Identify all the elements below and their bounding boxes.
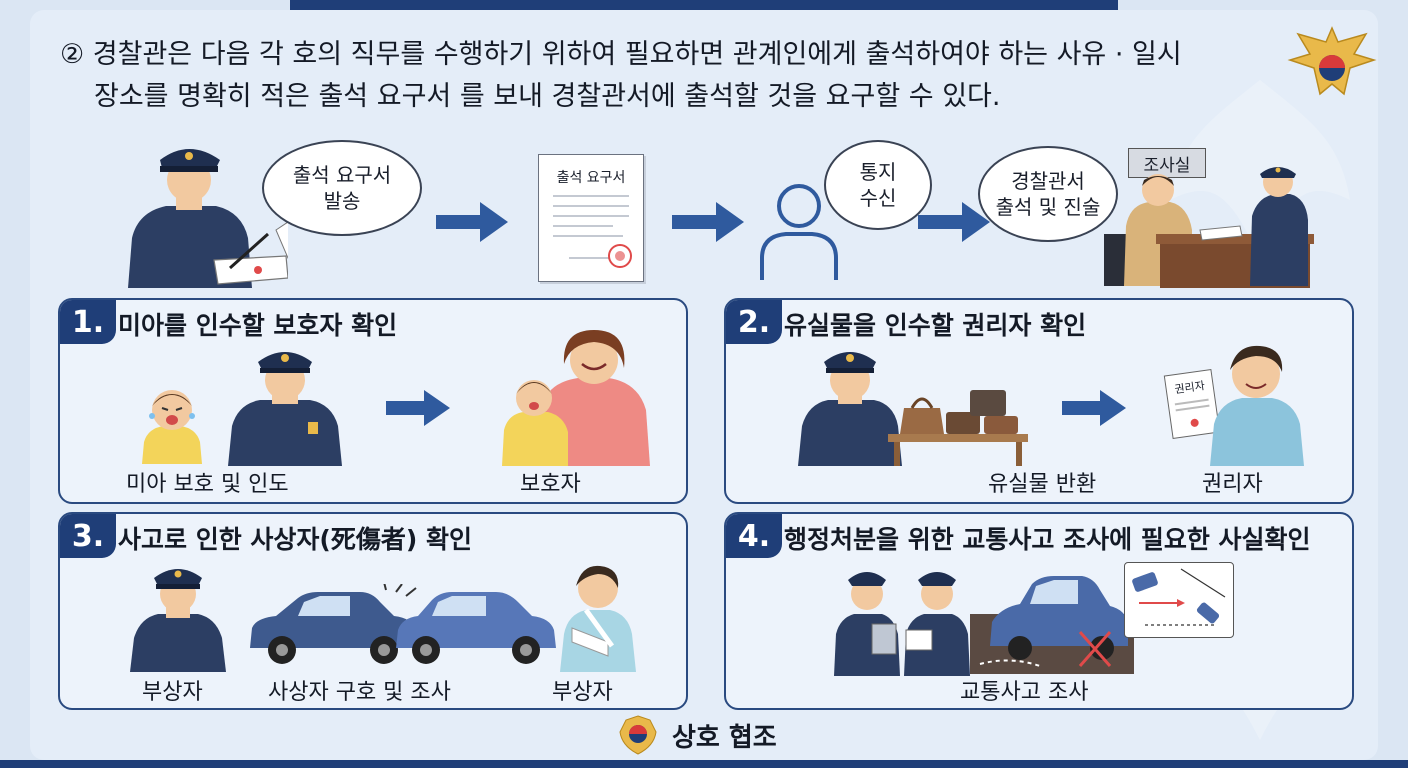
bubble-send-notice: 출석 요구서 발송 <box>262 140 422 236</box>
caption-injured-left: 부상자 <box>142 680 203 705</box>
intro-line-2: 장소를 명확히 적은 출석 요구서 를 보내 경찰관서에 출석할 것을 요구할 … <box>94 81 1001 112</box>
police-emblem-icon <box>1287 26 1377 96</box>
panel-number: 3. <box>60 514 116 558</box>
caption-guardian: 보호자 <box>520 472 581 497</box>
officer-illustration <box>798 352 902 466</box>
car-collision-illustration <box>250 584 556 664</box>
panel-number: 4. <box>726 514 782 558</box>
panel-lost-property: 2. 유실물을 인수할 권리자 확인 권리자 유실물 반환 권리자 <box>724 298 1354 504</box>
intro-line-1: ② 경찰관은 다음 각 호의 직무를 수행하기 위하여 필요하면 관계인에게 출… <box>60 39 1182 70</box>
bubble-attend-station: 경찰관서 출석 및 진술 <box>978 146 1118 242</box>
panel-title: 유실물을 인수할 권리자 확인 <box>784 311 1087 340</box>
bubble-notice-received: 통지 수신 <box>824 140 932 230</box>
person-outline-icon <box>760 184 838 280</box>
attendance-notice-document: 출석 요구서 <box>538 154 644 282</box>
intro-text: ② 경찰관은 다음 각 호의 직무를 수행하기 위하여 필요하면 관계인에게 출… <box>60 34 1300 118</box>
panel-number: 2. <box>726 300 782 344</box>
caption-traffic-investigation: 교통사고 조사 <box>960 680 1089 705</box>
arrow-right-icon <box>1062 390 1126 426</box>
panel-lost-child: 1. 미아를 인수할 보호자 확인 미아 보호 및 인도 보호자 <box>58 298 688 504</box>
accident-scene-illustration <box>970 576 1134 674</box>
caption-owner: 권리자 <box>1202 472 1263 497</box>
interrogation-room-sign: 조사실 <box>1128 148 1206 178</box>
panel-casualties: 3. 사고로 인한 사상자(死傷者) 확인 부상자 사상자 구호 및 조사 부상… <box>58 512 688 710</box>
accident-sketch-board <box>1124 562 1234 638</box>
accident-diagram-icon <box>1132 568 1226 626</box>
two-officers-illustration <box>834 572 970 676</box>
arrow-right-icon <box>918 202 990 242</box>
panel-title: 행정처분을 위한 교통사고 조사에 필요한 사실확인 <box>784 525 1311 554</box>
caption-return-property: 유실물 반환 <box>988 472 1097 497</box>
police-emblem-icon <box>619 715 657 755</box>
footer-label: 상호 협조 <box>672 722 777 753</box>
panel-traffic-accident: 4. 행정처분을 위한 교통사고 조사에 필요한 사실확인 교통사고 조사 <box>724 512 1354 710</box>
top-bar <box>0 0 1408 22</box>
crying-child-illustration <box>142 390 202 464</box>
guardian-hugging-child-illustration <box>502 330 650 466</box>
watermark-emblem-icon <box>1170 80 1350 260</box>
officer-illustration <box>228 352 342 466</box>
interrogation-room-illustration <box>1104 167 1314 288</box>
bottom-bar <box>0 760 1408 768</box>
injured-person-illustration <box>560 565 636 672</box>
officer-writing-illustration <box>128 149 288 288</box>
arrow-right-icon <box>672 202 744 242</box>
caption-rescue-investigation: 사상자 구호 및 조사 <box>268 680 451 705</box>
panel-title: 미아를 인수할 보호자 확인 <box>118 311 398 340</box>
lost-items-table-illustration <box>888 390 1028 466</box>
officer-illustration <box>130 569 226 672</box>
arrow-right-icon <box>386 390 450 426</box>
panel-title: 사고로 인한 사상자(死傷者) 확인 <box>118 525 472 554</box>
document-title: 출석 요구서 <box>556 170 626 186</box>
panel-number: 1. <box>60 300 116 344</box>
seal-stamp-icon <box>608 244 632 268</box>
rightful-owner-illustration <box>1210 345 1304 466</box>
caption-child-protection: 미아 보호 및 인도 <box>126 472 289 497</box>
footer: 상호 협조 <box>618 714 777 756</box>
arrow-right-icon <box>436 202 508 242</box>
caption-injured-right: 부상자 <box>552 680 613 705</box>
